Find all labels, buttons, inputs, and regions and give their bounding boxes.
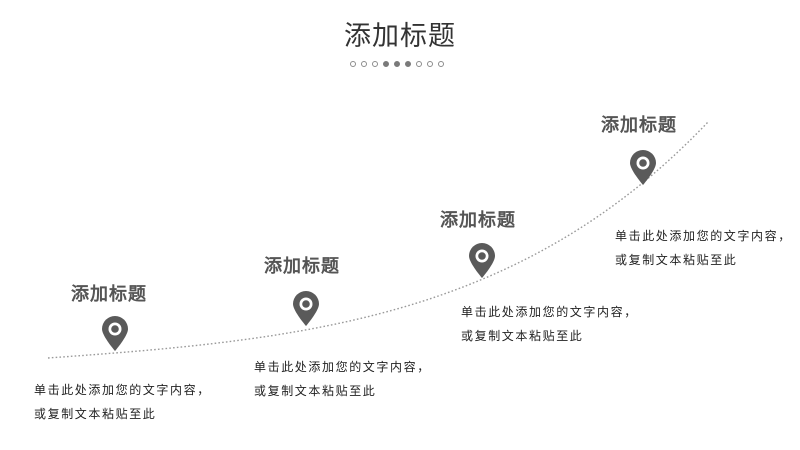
step-2-description: 单击此处添加您的文字内容， 或复制文本粘贴至此: [254, 355, 431, 403]
location-pin-icon: [293, 291, 319, 326]
step-2-desc-line1: 单击此处添加您的文字内容，: [254, 360, 431, 374]
step-4-title: 添加标题: [601, 115, 677, 136]
location-pin-icon: [102, 316, 128, 351]
location-pin-icon: [469, 243, 495, 278]
step-1-desc-line2: 或复制文本粘贴至此: [34, 407, 157, 421]
pagination-dot: [383, 61, 389, 67]
location-pin-icon: [630, 150, 656, 185]
step-1-desc-line1: 单击此处添加您的文字内容，: [34, 383, 211, 397]
step-2-title: 添加标题: [264, 256, 340, 277]
pagination-dot: [394, 61, 400, 67]
pagination-dot: [361, 61, 367, 67]
pagination-dot: [427, 61, 433, 67]
step-3-desc-line2: 或复制文本粘贴至此: [461, 329, 584, 343]
step-4-desc-line2: 或复制文本粘贴至此: [615, 253, 738, 267]
step-4-desc-line1: 单击此处添加您的文字内容，: [615, 229, 792, 243]
pagination-dot: [405, 61, 411, 67]
pagination-dot: [350, 61, 356, 67]
step-1-title: 添加标题: [71, 284, 147, 305]
page-title: 添加标题: [344, 21, 456, 52]
step-2-desc-line2: 或复制文本粘贴至此: [254, 384, 377, 398]
pagination-dots: [350, 61, 450, 69]
step-1-description: 单击此处添加您的文字内容， 或复制文本粘贴至此: [34, 378, 211, 426]
step-3-description: 单击此处添加您的文字内容， 或复制文本粘贴至此: [461, 300, 638, 348]
pagination-dot: [438, 61, 444, 67]
step-3-desc-line1: 单击此处添加您的文字内容，: [461, 305, 638, 319]
step-4-description: 单击此处添加您的文字内容， 或复制文本粘贴至此: [615, 224, 792, 272]
step-3-title: 添加标题: [440, 210, 516, 231]
pagination-dot: [416, 61, 422, 67]
pagination-dot: [372, 61, 378, 67]
